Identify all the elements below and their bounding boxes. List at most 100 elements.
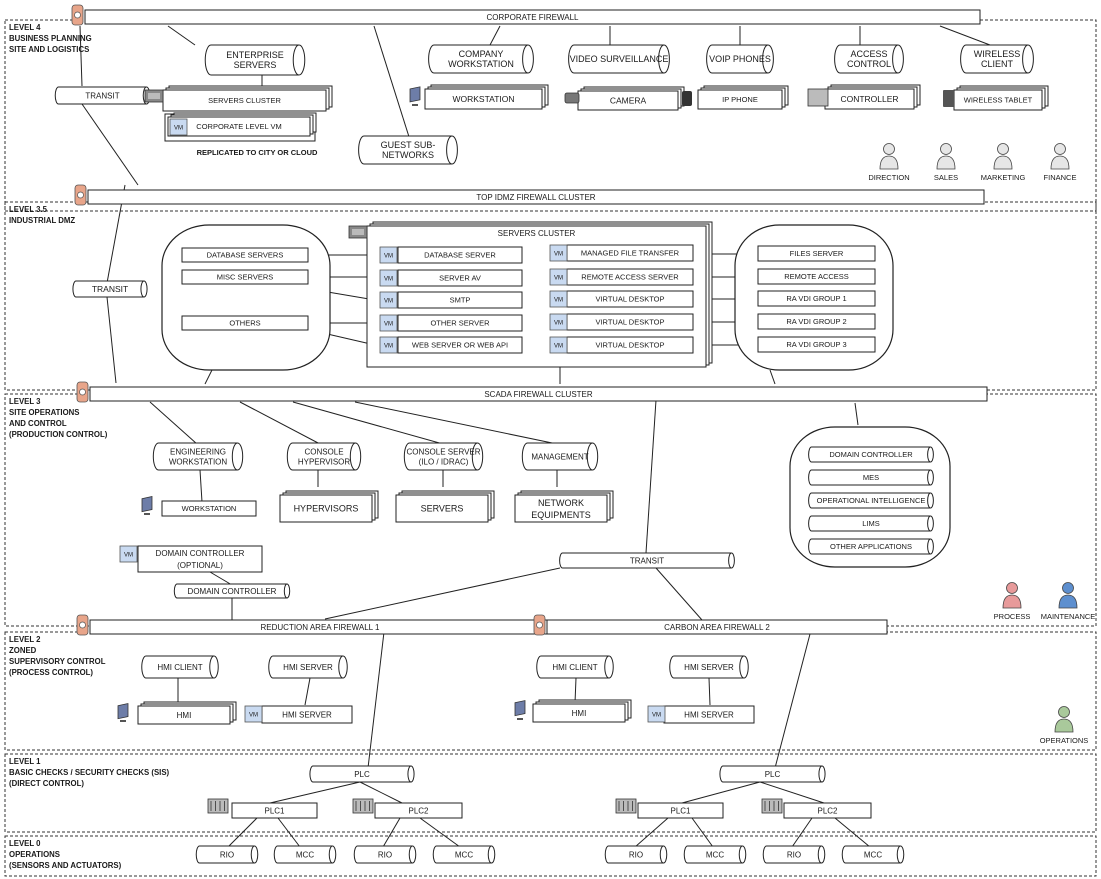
ip-phone-box xyxy=(697,89,783,110)
person-body-icon xyxy=(879,155,899,170)
hmi-server-b-node-cap xyxy=(739,655,745,679)
reduction-firewall-icon xyxy=(76,614,89,636)
person-direction xyxy=(879,143,899,170)
engineering-workstation-node-label: WORKSTATION xyxy=(169,457,228,466)
level0-mcc-5 xyxy=(683,845,747,864)
connector-line xyxy=(708,677,711,706)
level0-mcc-7-cap xyxy=(896,845,901,864)
level0-mcc-1-label: MCC xyxy=(296,850,314,859)
person-finance-label: FINANCE xyxy=(1044,173,1077,182)
hmi-a-box xyxy=(137,705,231,725)
ops-app-3-cap xyxy=(927,515,931,532)
reduction-firewall-bar-label: REDUCTION AREA FIREWALL 1 xyxy=(261,623,381,632)
dmz-left-item-1-label: MISC SERVERS xyxy=(217,273,274,282)
guest-subnetworks-node-label: GUEST SUB- xyxy=(381,140,436,150)
corporate-firewall-icon xyxy=(71,4,84,26)
plc1-b-box-label: PLC1 xyxy=(670,806,691,815)
plc2-b-icon xyxy=(761,798,783,814)
vm-icon-label: VM xyxy=(174,126,183,132)
level0-rio-6-cap xyxy=(817,845,822,864)
access-controller-icon xyxy=(807,88,829,107)
scada-firewall-bar xyxy=(89,386,988,402)
connector-line xyxy=(419,817,461,848)
video-surveillance-node xyxy=(568,44,670,74)
person-marketing-label: MARKETING xyxy=(981,173,1026,182)
dmz-vm-icon-r4 xyxy=(549,336,568,354)
dmz-servers-cluster-label: SERVERS CLUSTER xyxy=(498,229,576,238)
dmz-right-item-4 xyxy=(757,336,876,353)
connector-line xyxy=(304,677,311,706)
guest-subnetworks-node xyxy=(358,135,458,165)
hmi-server-b-node xyxy=(669,655,749,679)
connector-line xyxy=(227,817,258,848)
domain-controller-vm-icon xyxy=(119,545,138,563)
access-control-node-cap xyxy=(892,44,899,74)
console-server-node xyxy=(403,442,484,471)
connector-line xyxy=(204,369,213,385)
company-workstation-node xyxy=(428,44,534,74)
level-title: BUSINESS PLANNING xyxy=(9,34,92,43)
dmz-vm-server-2-label: SMTP xyxy=(450,296,471,305)
plc-body-icon xyxy=(352,798,374,814)
ops-app-1 xyxy=(808,469,934,486)
person-sales xyxy=(936,143,956,170)
plc1-a-box xyxy=(231,802,318,819)
access-control-node-label: CONTROL xyxy=(847,59,891,69)
plc-body-icon xyxy=(615,798,637,814)
voip-phones-node-cap xyxy=(762,44,769,74)
person-body-icon xyxy=(1050,155,1070,170)
domain-controller-transit-node-cap xyxy=(283,583,288,599)
level-title: LEVEL 0 xyxy=(9,839,41,848)
hmi-server-b-node-label: HMI SERVER xyxy=(684,663,734,672)
person-maintenance-label: MAINTENANCE xyxy=(1041,612,1096,621)
vm-icon-label: VM xyxy=(384,277,393,283)
network-equipments-label: NETWORK xyxy=(538,498,584,508)
vm-icon-label: VM xyxy=(384,254,393,260)
dmz-right-item-0-label: FILES SERVER xyxy=(790,249,844,258)
wireless-client-node-label: WIRELESS xyxy=(974,49,1021,59)
workstation-l4-label: WORKSTATION xyxy=(452,94,514,104)
connector-line xyxy=(199,469,203,503)
connector-line xyxy=(574,677,577,704)
ops-app-1-label: MES xyxy=(863,473,879,482)
connector-line xyxy=(324,567,561,620)
level-title: SITE OPERATIONS xyxy=(9,408,79,417)
carbon-firewall-bar xyxy=(546,619,888,635)
transit-l4 xyxy=(54,86,151,105)
ops-app-2-label: OPERATIONAL INTELLIGENCE xyxy=(817,496,926,505)
connector-line xyxy=(382,817,401,848)
connector-line xyxy=(373,25,411,141)
dmz-vm-service-3-label: VIRTUAL DESKTOP xyxy=(595,318,664,327)
ops-app-3 xyxy=(808,515,934,532)
level0-mcc-1 xyxy=(273,845,337,864)
connector-line xyxy=(209,571,233,586)
connector-line xyxy=(691,817,714,848)
dmz-right-item-2 xyxy=(757,290,876,307)
connector-line xyxy=(774,633,811,769)
engineering-workstation-node-cap xyxy=(231,442,238,471)
person-head-icon xyxy=(940,143,952,155)
plc2-a-icon xyxy=(352,798,374,814)
transit-l3-cap xyxy=(728,552,732,569)
carbon-firewall-bar-label: CARBON AREA FIREWALL 2 xyxy=(664,623,770,632)
dmz-vm-service-2-label: VIRTUAL DESKTOP xyxy=(595,295,664,304)
transit-l4-label: TRANSIT xyxy=(85,91,119,100)
vm-icon-label: VM xyxy=(554,321,563,327)
level-title: OPERATIONS xyxy=(9,850,60,859)
connector-line xyxy=(939,25,991,46)
plc-body-icon xyxy=(761,798,783,814)
vm-icon-label: VM xyxy=(554,276,563,282)
person-body-icon xyxy=(1002,594,1022,609)
transit-l35-cap xyxy=(140,280,145,298)
corporate-vm-icon xyxy=(169,118,188,136)
dmz-vm-service-4-label: VIRTUAL DESKTOP xyxy=(595,341,664,350)
tablet-icon xyxy=(943,90,954,107)
company-workstation-node-label: WORKSTATION xyxy=(448,59,514,69)
person-process xyxy=(1002,582,1022,609)
hypervisors-box-label: HYPERVISORS xyxy=(294,504,359,514)
plc2-a-box-label: PLC2 xyxy=(408,806,429,815)
connector-line xyxy=(167,25,196,46)
hmi-server-a-box-label: HMI SERVER xyxy=(282,710,332,719)
level-title: (PROCESS CONTROL) xyxy=(9,668,93,677)
plc-b-node-label: PLC xyxy=(765,770,781,779)
